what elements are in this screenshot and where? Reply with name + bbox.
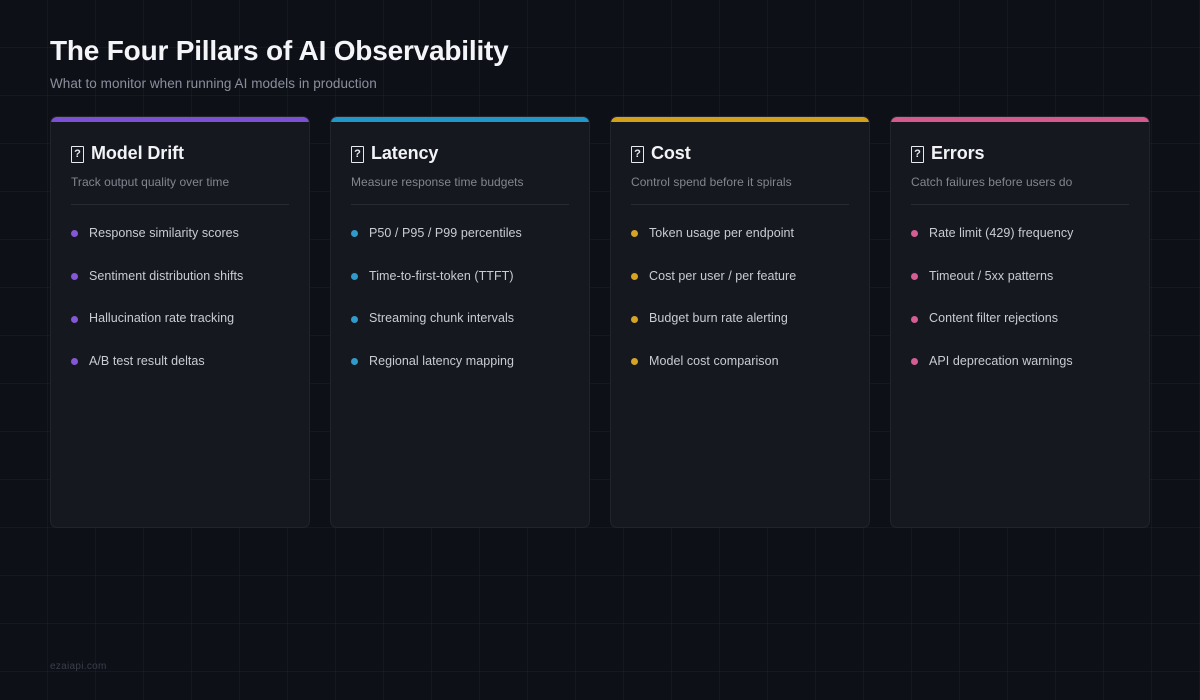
bullet-dot xyxy=(911,315,918,323)
card-accent-bar xyxy=(891,117,1149,122)
list-item: Rate limit (429) frequency xyxy=(911,226,1129,242)
list-item: Sentiment distribution shifts xyxy=(71,269,289,285)
bullet-dot xyxy=(911,358,918,366)
card-divider xyxy=(911,204,1129,205)
list-item-label: Hallucination rate tracking xyxy=(89,311,235,326)
card-title: Cost xyxy=(651,143,691,163)
card-title: Errors xyxy=(931,143,985,163)
list-item: Streaming chunk intervals xyxy=(351,311,569,327)
list-item: Model cost comparison xyxy=(631,354,849,370)
bullet-dot xyxy=(71,315,78,323)
bullet-dot xyxy=(351,315,358,323)
card-subtitle: Measure response time budgets xyxy=(351,175,524,189)
list-item: Content filter rejections xyxy=(911,311,1129,327)
card-title: Model Drift xyxy=(91,143,184,163)
list-item: Time-to-first-token (TTFT) xyxy=(351,269,569,285)
list-item: API deprecation warnings xyxy=(911,354,1129,370)
list-item: Cost per user / per feature xyxy=(631,269,849,285)
header: The Four Pillars of AI Observability Wha… xyxy=(50,34,1150,91)
bullet-dot xyxy=(911,272,918,280)
list-item-label: Regional latency mapping xyxy=(369,353,515,368)
card-title: Latency xyxy=(371,143,439,163)
card-subtitle: Control spend before it spirals xyxy=(631,175,792,189)
list-item-label: Cost per user / per feature xyxy=(649,268,797,283)
missing-glyph-box-icon: ? xyxy=(71,146,84,163)
list-item: P50 / P95 / P99 percentiles xyxy=(351,226,569,242)
card-title-row: ? Errors xyxy=(911,143,1129,164)
list-item-label: Response similarity scores xyxy=(89,226,239,240)
bullet-dot xyxy=(71,358,78,366)
missing-glyph-box-icon: ? xyxy=(351,146,364,163)
list-item-label: Timeout / 5xx patterns xyxy=(929,268,1054,283)
list-item-label: Model cost comparison xyxy=(649,353,779,368)
bullet-dot xyxy=(71,272,78,280)
page-subtitle: What to monitor when running AI models i… xyxy=(50,76,377,92)
list-item-label: Budget burn rate alerting xyxy=(649,311,788,326)
bullet-dot xyxy=(351,230,358,238)
list-item-label: A/B test result deltas xyxy=(89,353,205,368)
card-divider xyxy=(631,204,849,205)
list-item: Regional latency mapping xyxy=(351,354,569,370)
bullet-dot xyxy=(351,358,358,366)
card-title-row: ? Model Drift xyxy=(71,143,289,164)
bullet-dot xyxy=(351,272,358,280)
bullet-dot xyxy=(631,358,638,366)
list-item: Budget burn rate alerting xyxy=(631,311,849,327)
page-title: The Four Pillars of AI Observability xyxy=(50,35,509,66)
list-item-label: Rate limit (429) frequency xyxy=(929,226,1074,240)
card-accent-bar xyxy=(611,117,869,122)
card-divider xyxy=(351,204,569,205)
list-item: Token usage per endpoint xyxy=(631,226,849,242)
list-item-label: Token usage per endpoint xyxy=(649,226,795,240)
list-item-label: P50 / P95 / P99 percentiles xyxy=(369,226,522,240)
list-item-label: Sentiment distribution shifts xyxy=(89,268,244,283)
card-divider xyxy=(71,204,289,205)
list-item: Response similarity scores xyxy=(71,226,289,242)
list-item: A/B test result deltas xyxy=(71,354,289,370)
missing-glyph-box-icon: ? xyxy=(911,146,924,163)
watermark: ezaiapi.com xyxy=(50,661,107,672)
bullet-dot xyxy=(631,230,638,238)
bullet-dot xyxy=(631,272,638,280)
bullet-dot xyxy=(631,315,638,323)
card-accent-bar xyxy=(331,117,589,122)
list-item: Timeout / 5xx patterns xyxy=(911,269,1129,285)
list-item-label: Time-to-first-token (TTFT) xyxy=(369,268,514,283)
list-item-label: API deprecation warnings xyxy=(929,353,1073,368)
missing-glyph-box-icon: ? xyxy=(631,146,644,163)
card-accent-bar xyxy=(51,117,309,122)
card-subtitle: Track output quality over time xyxy=(71,175,230,189)
list-item-label: Content filter rejections xyxy=(929,311,1059,326)
bullet-dot xyxy=(911,230,918,238)
list-item: Hallucination rate tracking xyxy=(71,311,289,327)
card-subtitle: Catch failures before users do xyxy=(911,175,1073,189)
bullet-dot xyxy=(71,230,78,238)
list-item-label: Streaming chunk intervals xyxy=(369,311,515,326)
card-title-row: ? Latency xyxy=(351,143,569,164)
card-title-row: ? Cost xyxy=(631,143,849,164)
